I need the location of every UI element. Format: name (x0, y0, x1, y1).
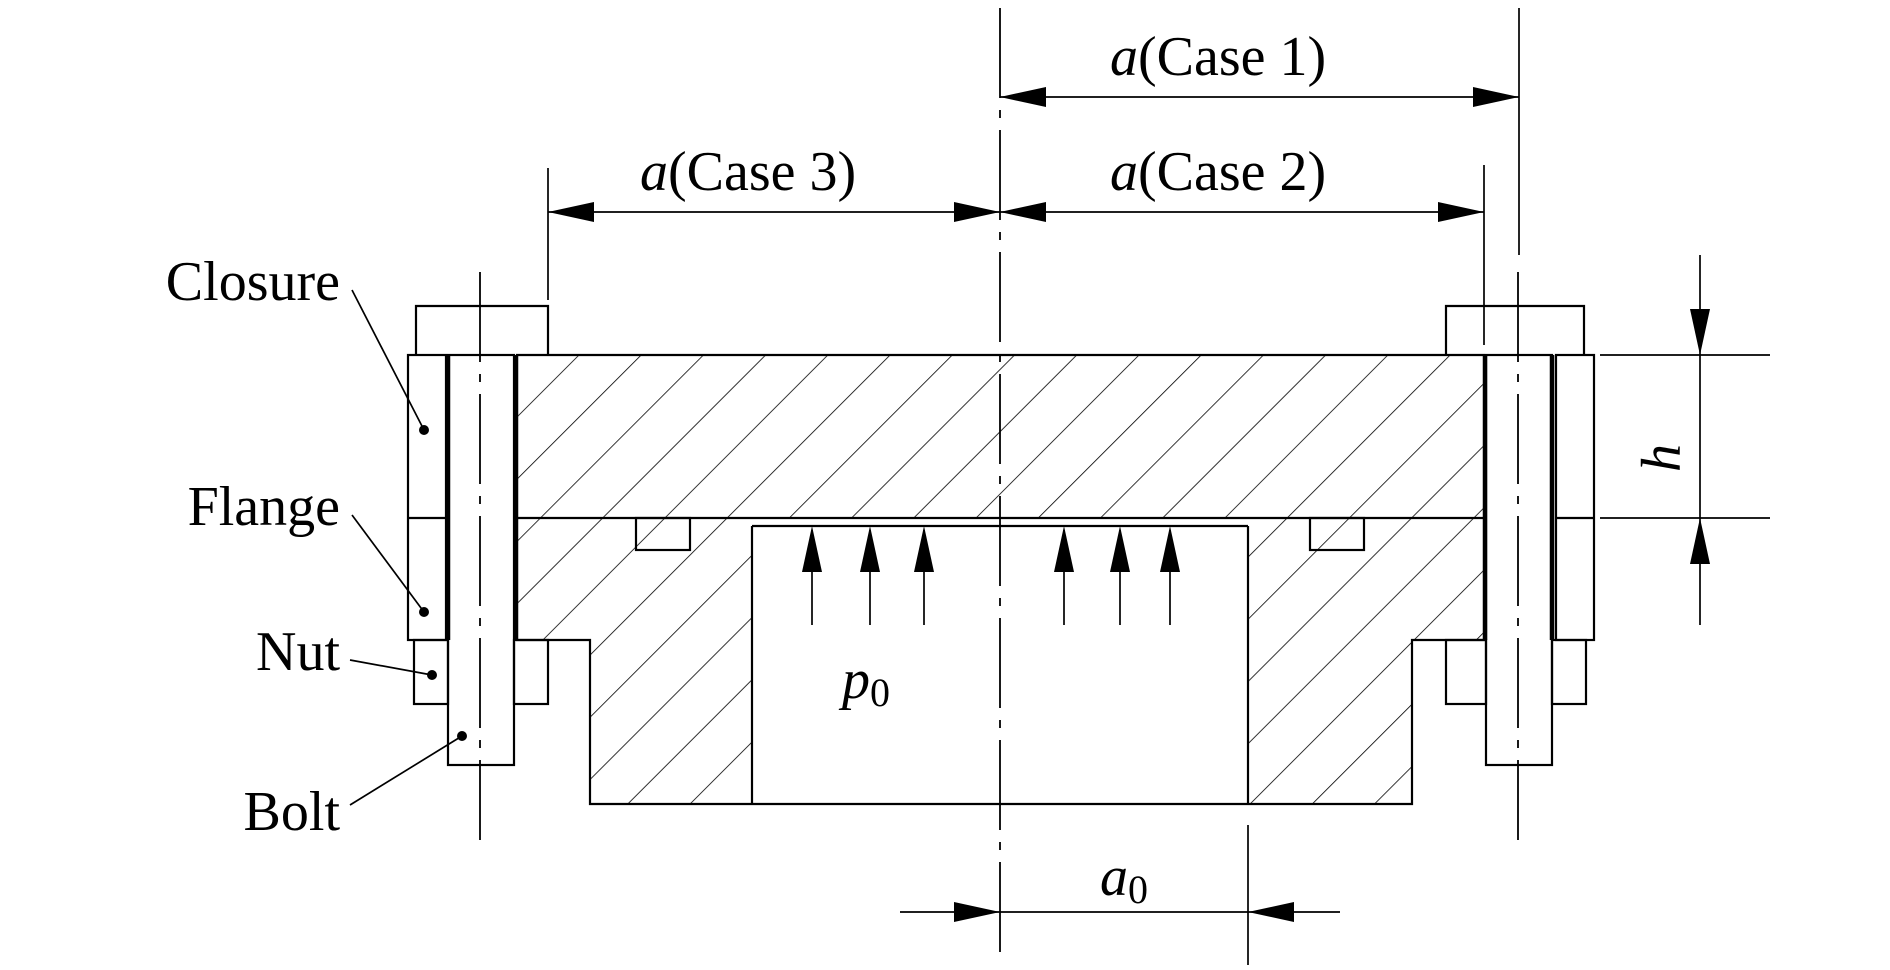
nut-right (1444, 638, 1588, 706)
label-a-case2: a(Case 2) (1110, 141, 1326, 203)
gasket-groove-right (1308, 516, 1366, 552)
pressure-arrows (802, 526, 1180, 625)
flange-body (516, 516, 1485, 806)
dimension-h (1690, 255, 1710, 625)
label-p0: p0 (838, 649, 890, 715)
label-a0: a0 (1100, 846, 1148, 912)
label-a-case3: a(Case 3) (640, 141, 856, 203)
leader-lines (349, 289, 467, 806)
bolt-left (414, 304, 550, 767)
gasket-groove-left (634, 516, 692, 552)
label-closure: Closure (166, 251, 340, 313)
bolt-right (1444, 304, 1586, 767)
outer-flange-right (1554, 353, 1596, 642)
dimension-case2 (1000, 202, 1484, 222)
label-flange: Flange (188, 476, 340, 538)
label-a-case1: a(Case 1) (1110, 26, 1326, 88)
label-bolt: Bolt (244, 781, 341, 843)
dimension-a0 (900, 902, 1340, 922)
label-nut: Nut (256, 621, 340, 683)
dimension-case1 (1000, 87, 1519, 107)
label-h: h (1631, 444, 1693, 472)
dimension-case3 (548, 202, 1000, 222)
